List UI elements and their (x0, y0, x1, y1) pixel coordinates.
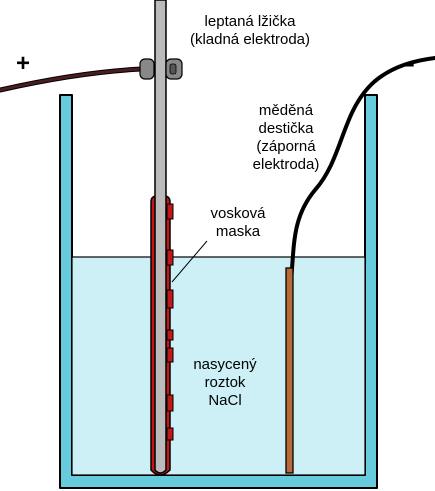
wax-mask-label: vosková maska (196, 205, 280, 241)
solution-label-line: roztok (204, 374, 246, 391)
positive-wire-core (0, 67, 144, 92)
copper-label-line: měděná (258, 102, 314, 119)
spoon (154, 0, 167, 474)
copper-plate (285, 267, 294, 474)
beaker-glass (59, 94, 378, 489)
wax-mask-tab (166, 289, 174, 309)
wax-mask-tab (166, 427, 174, 441)
beaker (59, 94, 378, 489)
wax-mask-tab (166, 203, 174, 220)
negative-wire (288, 56, 435, 292)
solution-label-line: NaCl (208, 392, 242, 409)
wax-mask-leader-line (171, 240, 208, 283)
copper-plate-label: měděná destička (záporná elektroda) (236, 102, 336, 174)
copper-label-line: elektroda) (252, 156, 320, 173)
wire-clip (139, 58, 183, 80)
spoon-label-line: (kladná elektroda) (189, 31, 311, 48)
solution-label: nasycený roztok NaCl (180, 356, 270, 410)
solution-label-line: nasycený (193, 356, 257, 373)
wax-label-line: maska (215, 223, 261, 240)
spoon-label: leptaná lžička (kladná elektroda) (176, 13, 324, 49)
spoon-label-line: leptaná lžička (204, 13, 296, 30)
wax-label-line: vosková (210, 205, 266, 222)
wax-mask-tab (166, 329, 174, 341)
wax-mask-tab (166, 347, 174, 363)
copper-label-line: (záporná (256, 138, 316, 155)
copper-label-line: destička (258, 120, 314, 137)
wax-mask-tab (166, 249, 174, 266)
negative-sign: – (400, 48, 415, 78)
nacl-solution (71, 256, 366, 476)
positive-sign: + (16, 50, 31, 77)
wax-mask-tab (166, 394, 174, 412)
